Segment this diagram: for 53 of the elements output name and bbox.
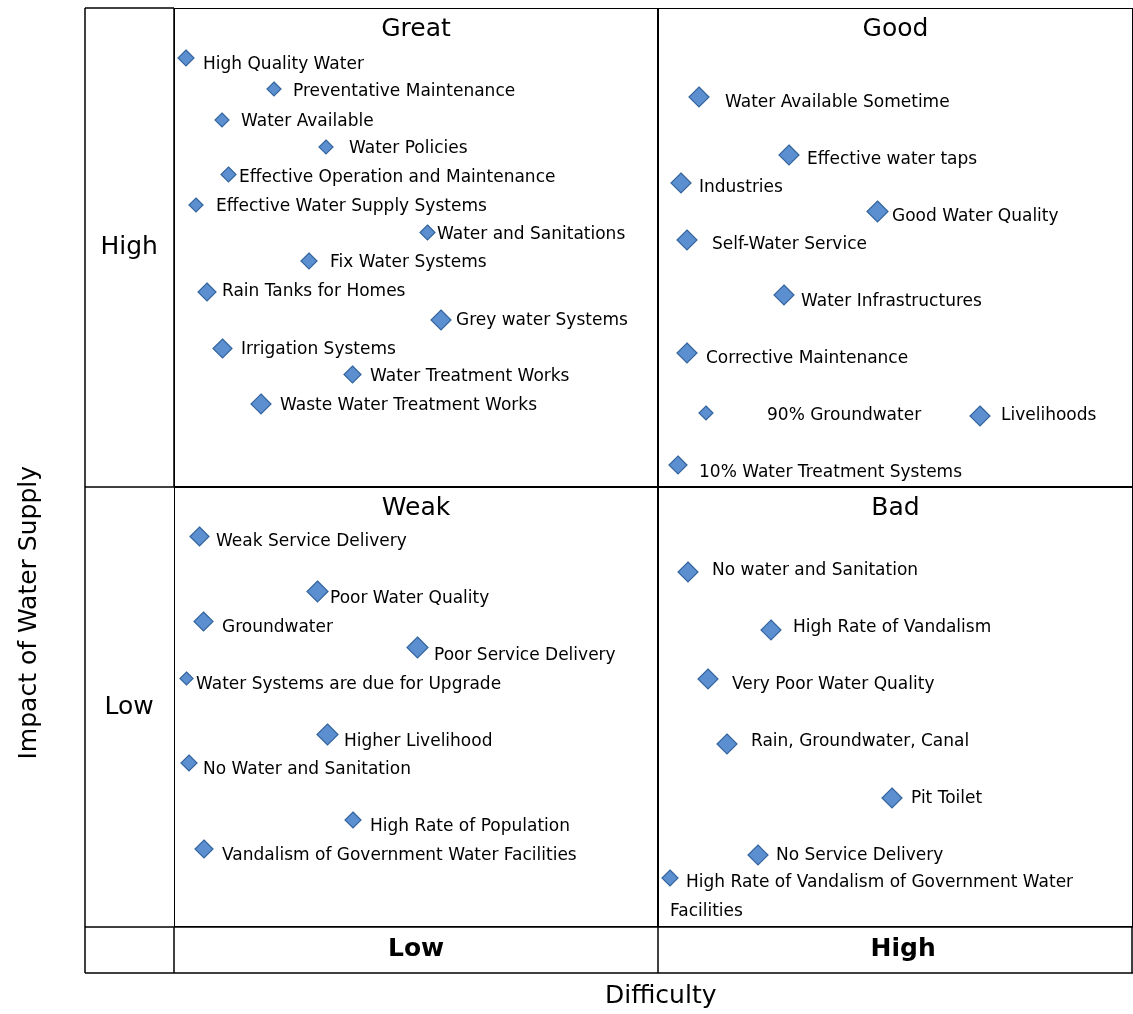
item-label: 10% Water Treatment Systems [699,460,962,482]
item-label: Groundwater [222,615,333,637]
item-label: Fix Water Systems [330,250,487,272]
item-label: Irrigation Systems [241,337,396,359]
item-label: Water Policies [349,136,468,158]
item-label: Water Infrastructures [801,289,982,311]
item-label: High Rate of Vandalism of Government Water Facilities [670,870,1075,922]
item-label: Vandalism of Government Water Facilities [222,843,577,865]
item-label: Self-Water Service [712,232,867,254]
item-label: Good Water Quality [892,204,1059,226]
item-label: Effective water taps [807,147,978,169]
item-label: Water Treatment Works [370,364,570,386]
quadrant-panel [658,8,1133,487]
axis-level-label: High [100,231,158,261]
item-label: Rain, Groundwater, Canal [751,729,970,751]
axis-level-label: Low [388,933,445,963]
item-label: High Quality Water [203,52,364,74]
quadrant-heading: Good [861,13,930,43]
item-label: High Rate of Vandalism [793,615,992,637]
axis-title: Impact of Water Supply [13,466,43,760]
quadrant-panel [658,487,1133,927]
axis-level-label: Low [104,691,154,721]
item-label: Corrective Maintenance [706,346,909,368]
quadrant-panel [174,8,658,487]
axis-level-label: High [870,933,936,963]
item-label: Effective Operation and Maintenance [239,165,556,187]
item-label: Industries [699,175,783,197]
item-label: Poor Water Quality [330,586,490,608]
item-label: High Rate of Population [370,814,570,836]
item-label: No Service Delivery [776,843,944,865]
item-label: Effective Water Supply Systems [216,194,487,216]
item-label: Water Available [241,109,374,131]
item-label: Pit Toilet [911,786,983,808]
item-label: No water and Sanitation [712,558,919,580]
item-label: Poor Service Delivery [434,643,616,665]
item-label: No Water and Sanitation [203,757,411,779]
item-label: 90% Groundwater [767,403,922,425]
item-label: Water and Sanitations [437,222,626,244]
item-label: Livelihoods [1001,403,1097,425]
quadrant-heading: Bad [870,492,921,522]
quadrant-heading: Great [380,13,452,43]
axis-title: Difficulty [605,980,717,1010]
item-label: Water Systems are due for Upgrade [196,672,502,694]
item-label: Water Available Sometime [725,90,950,112]
item-label: Preventative Maintenance [293,79,516,101]
item-label: Very Poor Water Quality [732,672,935,694]
item-label: Grey water Systems [456,308,628,330]
item-label: Rain Tanks for Homes [222,279,406,301]
quadrant-panel [174,487,658,927]
item-label: Waste Water Treatment Works [280,393,537,415]
quadrant-heading: Weak [380,492,452,522]
item-label: Weak Service Delivery [216,529,407,551]
item-label: Higher Livelihood [344,729,493,751]
